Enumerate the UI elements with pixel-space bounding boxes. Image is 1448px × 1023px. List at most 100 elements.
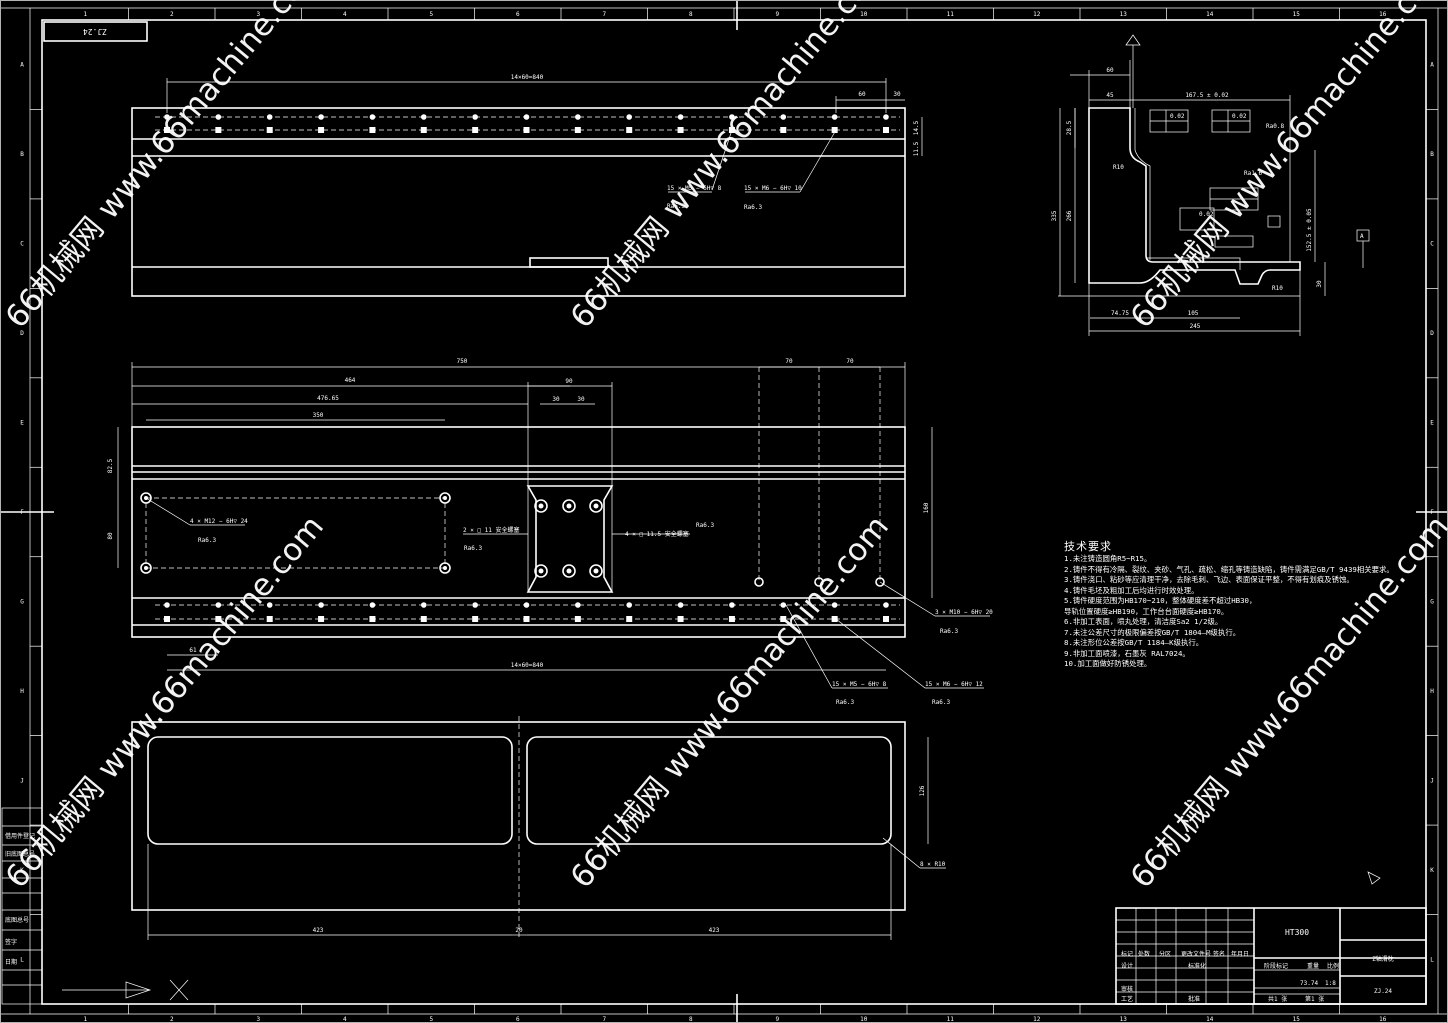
header-mark: 标记	[1121, 950, 1133, 958]
dim-750: 750	[457, 358, 468, 365]
row-letter-right: J	[1430, 777, 1434, 784]
scale-label: 比例	[1327, 962, 1339, 970]
hole-m5	[215, 602, 222, 608]
tech-item: 8.未注形位公差按GB/T 1184—K级执行。	[1064, 638, 1204, 647]
sec-tol-1: 0.02	[1170, 113, 1185, 120]
col-number-top: 15	[1293, 11, 1301, 18]
hole-m6	[318, 127, 325, 133]
hole-m5	[677, 602, 684, 608]
tech-item: 9.非加工面喷漆，石墨灰 RAL7024。	[1064, 648, 1190, 658]
hole-m5	[831, 602, 838, 608]
row-letter-right: C	[1430, 241, 1434, 248]
hole-block	[534, 564, 548, 578]
hole-block	[562, 564, 576, 578]
col-number-top: 16	[1379, 11, 1387, 18]
sec-dim-335: 335	[1051, 210, 1058, 221]
col-number-bottom: 2	[170, 1016, 174, 1023]
orientation-marks	[62, 871, 1381, 1001]
sec-tol-2: 0.02	[1232, 113, 1247, 120]
hole-m5	[318, 602, 324, 608]
sec-dim-152: 152.5 ± 0.05	[1306, 208, 1313, 252]
dim-30a: 30	[552, 396, 560, 403]
dim-70b: 70	[846, 358, 854, 365]
row-letter-left: G	[20, 598, 24, 605]
col-number-bottom: 13	[1120, 1016, 1128, 1023]
hole-m5	[420, 114, 427, 120]
row-letter-right: A	[1430, 62, 1434, 69]
hole-m5	[780, 114, 787, 120]
col-number-top: 4	[343, 11, 347, 18]
dim-70a: 70	[785, 358, 793, 365]
row-letter-right: F	[1430, 509, 1434, 516]
hole-m5	[729, 114, 735, 120]
col-number-bottom: 5	[429, 1016, 433, 1023]
hole-m5	[420, 602, 427, 608]
sec-ra16: Ra1.6	[1244, 170, 1262, 177]
sidebar-label-5: 日期	[5, 958, 17, 966]
hole-m6	[215, 127, 222, 133]
drawing-number: ZJ.24	[1374, 988, 1392, 995]
hole-m5	[780, 602, 787, 608]
part-name: Z轴滑枕	[1372, 955, 1394, 963]
roughness-5: Ra6.3	[696, 522, 714, 529]
hole-block	[562, 499, 576, 513]
callout-m12: 4 × M12 − 6H▽ 24	[190, 518, 248, 525]
tech-list: 1.未注铸造圆角R5~R15。2.铸件不得有冷隔、裂纹、夹砂、气孔、疏松、缩孔等…	[1064, 554, 1394, 670]
dim-126: 126	[919, 785, 926, 796]
callout-m6: 15 × M6 − 6H▽ 10	[744, 185, 802, 192]
callout-sq11-5: 4 × □ 11.5 安全螺塞	[625, 530, 689, 538]
svg-text:66机械网 www.66machine.com: 66机械网 www.66machine.com	[1124, 0, 1448, 335]
sidebar-label-3: 底图总号	[5, 916, 29, 924]
hole-m5	[575, 602, 581, 608]
row-letter-right: B	[1430, 151, 1434, 158]
roughness-3: Ra6.3	[198, 537, 216, 544]
hole-m5	[831, 114, 838, 120]
dim-14-5: 14.5	[913, 120, 920, 135]
hole-m6	[883, 127, 889, 133]
hole-m5	[883, 114, 889, 120]
hole-m6	[574, 616, 581, 622]
hole-m6	[831, 616, 838, 622]
row-letter-right: D	[1430, 330, 1434, 337]
weight-label: 重量	[1307, 962, 1319, 970]
col-number-bottom: 11	[947, 1016, 955, 1023]
col-number-top: 2	[170, 11, 174, 18]
hole-m6	[472, 127, 479, 133]
col-number-top: 13	[1120, 11, 1128, 18]
hole-m6	[266, 127, 273, 133]
sec-r10a: R10	[1113, 164, 1124, 171]
tech-heading: 技术要求	[1064, 540, 1112, 553]
row-letter-left: E	[20, 420, 24, 427]
technical-requirements: 技术要求 1.未注铸造圆角R5~R15。2.铸件不得有冷隔、裂纹、夹砂、气孔、疏…	[1064, 538, 1394, 670]
dim-160: 160	[923, 502, 930, 513]
row-approve: 批准	[1188, 995, 1200, 1003]
hole-block	[589, 499, 603, 513]
col-number-top: 11	[947, 11, 955, 18]
col-number-bottom: 7	[602, 1016, 606, 1023]
roughness-1: Ra6.3	[667, 203, 685, 210]
svg-text:66机械网 www.66machine.com: 66机械网 www.66machine.com	[0, 0, 331, 335]
hole-m5	[266, 114, 273, 120]
dim-30b: 30	[577, 396, 585, 403]
dim-20: 20	[515, 927, 523, 934]
callout-m5-b: 15 × M5 − 6H▽ 8	[832, 681, 887, 688]
roughness-6: Ra6.3	[940, 628, 958, 635]
header-zone: 分区	[1159, 950, 1171, 958]
sec-ra08: Ra0.8	[1266, 123, 1284, 130]
dim-82-5: 82.5	[107, 458, 114, 473]
sec-datum: A	[1360, 233, 1364, 240]
hole-m5	[266, 602, 273, 608]
col-number-top: 5	[429, 11, 433, 18]
sec-dim-60: 60	[1106, 67, 1114, 74]
hole-m6	[318, 616, 325, 622]
hole-block	[534, 499, 548, 513]
hole-m6	[472, 616, 479, 622]
row-letter-right: G	[1430, 598, 1434, 605]
dim-bottom-pitch: 14×60=840	[511, 662, 544, 669]
hole-m5	[472, 114, 478, 120]
col-number-bottom: 3	[256, 1016, 260, 1023]
dim-61: 61	[189, 647, 197, 654]
tech-item: 3.铸件浇口、粘砂等应清理干净，去除毛刺、飞边、表面保证平整，不得有划痕及锈蚀。	[1064, 575, 1354, 584]
sec-tol-3: 0.02	[1199, 211, 1214, 218]
